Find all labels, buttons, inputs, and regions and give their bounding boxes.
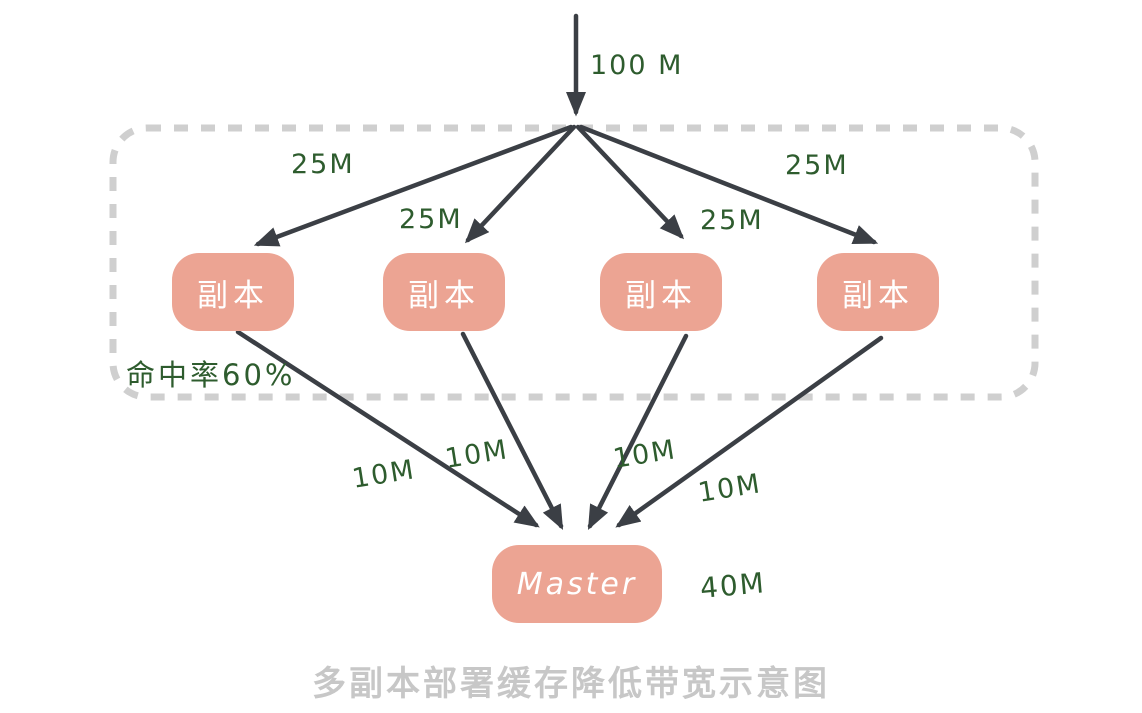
fan-arrow-2 — [464, 124, 577, 244]
inflow-label: 100 M — [590, 50, 684, 81]
fan-arrow-3 — [575, 124, 685, 240]
master-node-label: Master — [516, 566, 638, 602]
master-bandwidth-label: 40M — [698, 566, 768, 605]
replica-node-4: 副本 — [817, 253, 939, 331]
outflow-arrow-1 — [235, 329, 540, 528]
replica-node-label: 副本 — [842, 277, 914, 314]
fan-label-3: 25M — [700, 205, 764, 236]
replica-node-label: 副本 — [408, 277, 480, 314]
replica-node-2: 副本 — [383, 253, 505, 331]
outflow-arrow-4 — [615, 335, 884, 528]
cache-cluster-boundary — [109, 124, 1039, 401]
fan-label-1: 25M — [291, 149, 355, 180]
replica-node-3: 副本 — [600, 253, 722, 331]
diagram-caption: 多副本部署缓存降低带宽示意图 — [312, 664, 830, 704]
fan-arrow-4 — [578, 124, 879, 245]
replica-node-label: 副本 — [197, 277, 269, 314]
hit-rate-label: 命中率60% — [126, 358, 296, 392]
outflow-arrow-2 — [460, 331, 564, 531]
master-node: Master — [492, 545, 662, 623]
fan-label-4: 25M — [785, 150, 849, 181]
replica-node-1: 副本 — [172, 253, 294, 331]
replica-node-label: 副本 — [625, 277, 697, 314]
fan-arrow-1 — [253, 124, 574, 247]
outflow-arrow-3 — [587, 333, 689, 531]
fan-label-2: 25M — [399, 204, 463, 235]
